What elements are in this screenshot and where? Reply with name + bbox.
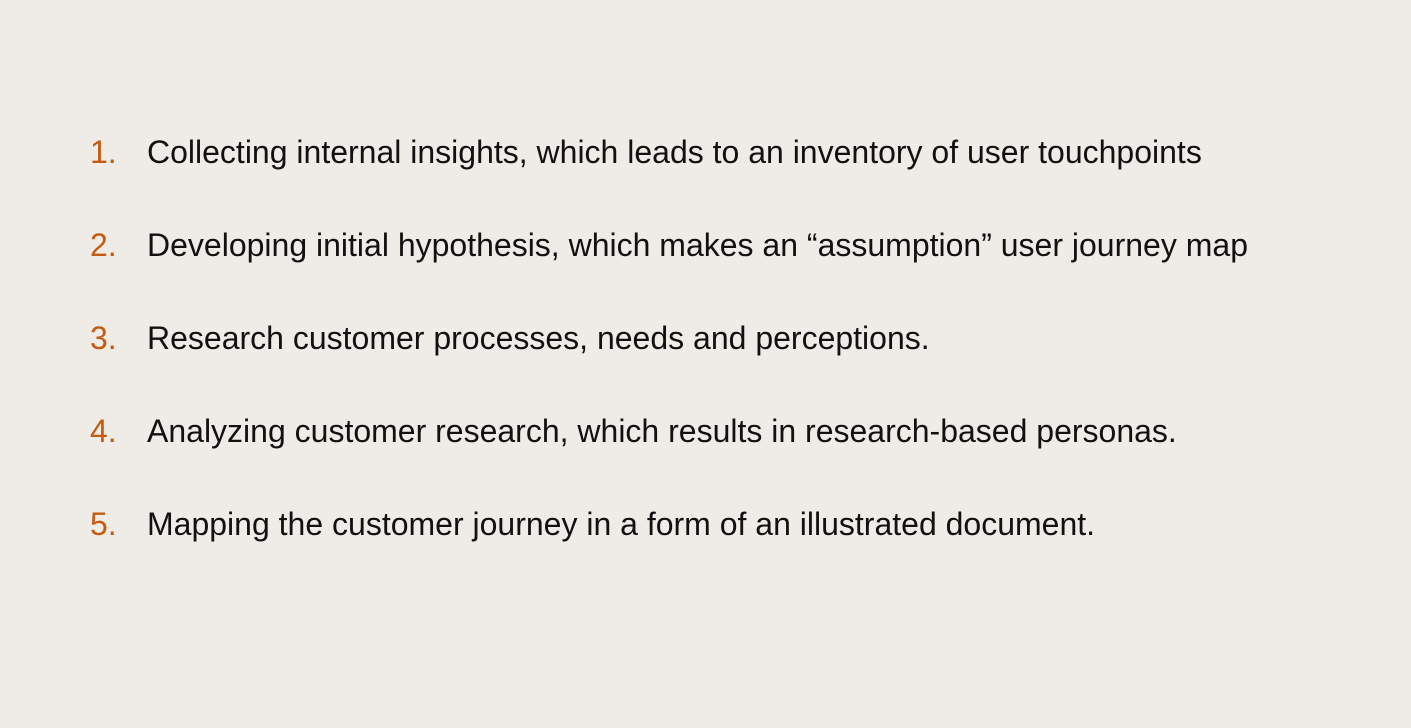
step-item-3: 3. Research customer processes, needs an… — [90, 304, 1322, 372]
numbered-steps-list: 1. Collecting internal insights, which l… — [90, 118, 1322, 583]
step-number-5: 5. — [90, 506, 117, 542]
step-item-2: 2. Developing initial hypothesis, which … — [90, 211, 1322, 279]
step-text-2: Developing initial hypothesis, which mak… — [147, 227, 1248, 263]
step-number-1: 1. — [90, 134, 117, 170]
step-number-4: 4. — [90, 413, 117, 449]
step-item-1: 1. Collecting internal insights, which l… — [90, 118, 1322, 186]
step-item-4: 4. Analyzing customer research, which re… — [90, 397, 1322, 465]
step-text-5: Mapping the customer journey in a form o… — [147, 506, 1096, 542]
step-item-5: 5. Mapping the customer journey in a for… — [90, 490, 1322, 558]
step-text-1: Collecting internal insights, which lead… — [147, 134, 1202, 170]
step-text-3: Research customer processes, needs and p… — [147, 320, 930, 356]
step-text-4: Analyzing customer research, which resul… — [147, 413, 1177, 449]
step-number-3: 3. — [90, 320, 117, 356]
step-number-2: 2. — [90, 227, 117, 263]
